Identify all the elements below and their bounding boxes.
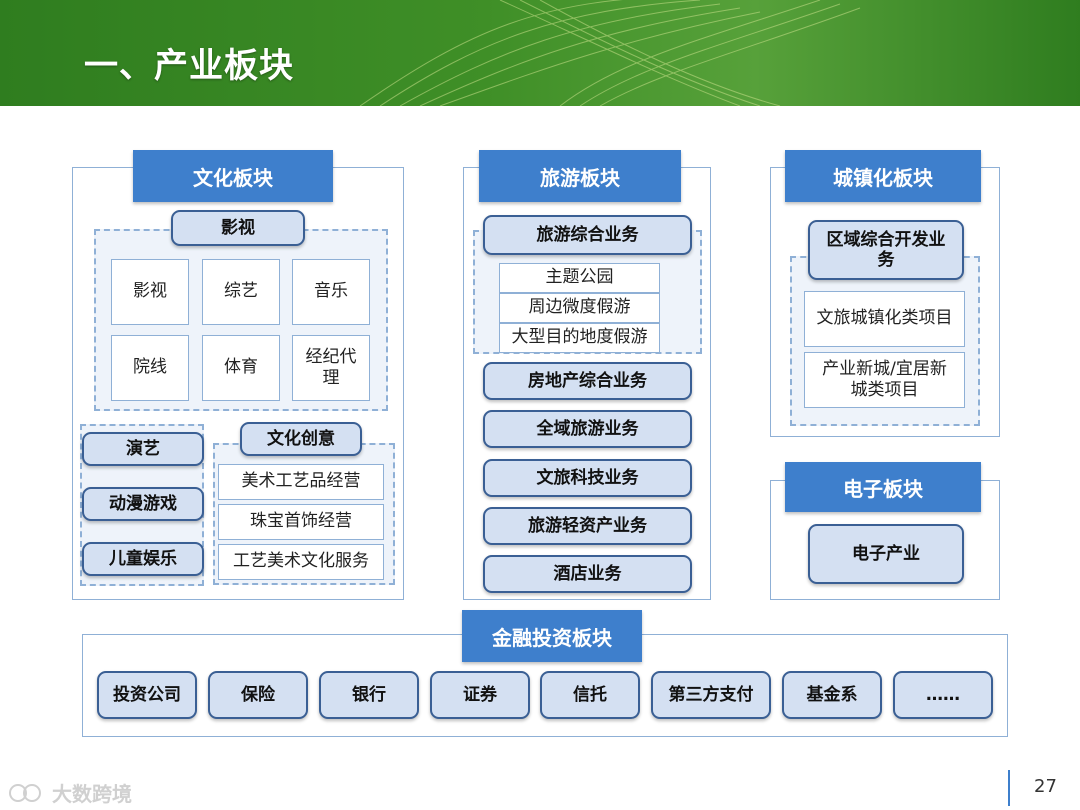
tourism-combo-item: 主题公园 bbox=[499, 263, 660, 293]
electronics-tab: 电子板块 bbox=[785, 462, 981, 512]
finance-item: 信托 bbox=[540, 671, 640, 719]
tourism-business: 文旅科技业务 bbox=[483, 459, 692, 497]
finance-item: 证券 bbox=[430, 671, 530, 719]
watermark-logo-icon bbox=[9, 783, 41, 802]
finance-item: 保险 bbox=[208, 671, 308, 719]
film-cell: 音乐 bbox=[292, 259, 370, 325]
tourism-combo-label: 旅游综合业务 bbox=[483, 215, 692, 255]
tourism-business: 旅游轻资产业务 bbox=[483, 507, 692, 545]
film-cell: 体育 bbox=[202, 335, 280, 401]
finance-item: 第三方支付 bbox=[651, 671, 771, 719]
film-cell: 经纪代理 bbox=[292, 335, 370, 401]
film-cell: 综艺 bbox=[202, 259, 280, 325]
culture-tab: 文化板块 bbox=[133, 150, 333, 202]
film-cell: 影视 bbox=[111, 259, 189, 325]
page-title: 一、产业板块 bbox=[84, 46, 294, 86]
tourism-business: 房地产综合业务 bbox=[483, 362, 692, 400]
page-divider bbox=[1008, 770, 1010, 806]
creative-item: 工艺美术文化服务 bbox=[218, 544, 384, 580]
electronics-item: 电子产业 bbox=[808, 524, 964, 584]
urban-regional-label: 区域综合开发业务 bbox=[808, 220, 964, 280]
watermark-text: 大数跨境 bbox=[52, 782, 132, 806]
creative-label: 文化创意 bbox=[240, 422, 362, 456]
tourism-business: 酒店业务 bbox=[483, 555, 692, 593]
side-item: 动漫游戏 bbox=[82, 487, 204, 521]
urban-item: 产业新城/宜居新城类项目 bbox=[804, 352, 965, 408]
finance-item: 基金系 bbox=[782, 671, 882, 719]
film-label: 影视 bbox=[171, 210, 305, 246]
tourism-combo-item: 大型目的地度假游 bbox=[499, 323, 660, 353]
creative-item: 美术工艺品经营 bbox=[218, 464, 384, 500]
urban-item: 文旅城镇化类项目 bbox=[804, 291, 965, 347]
watermark: 大数跨境 bbox=[8, 778, 132, 807]
decorative-swirl bbox=[359, 0, 861, 106]
finance-item: …… bbox=[893, 671, 993, 719]
tourism-combo-item: 周边微度假游 bbox=[499, 293, 660, 323]
finance-item: 银行 bbox=[319, 671, 419, 719]
finance-item: 投资公司 bbox=[97, 671, 197, 719]
creative-item: 珠宝首饰经营 bbox=[218, 504, 384, 540]
side-item: 儿童娱乐 bbox=[82, 542, 204, 576]
film-cell: 院线 bbox=[111, 335, 189, 401]
side-item: 演艺 bbox=[82, 432, 204, 466]
page-number: 27 bbox=[1034, 776, 1057, 797]
urban-tab: 城镇化板块 bbox=[785, 150, 981, 202]
tourism-tab: 旅游板块 bbox=[479, 150, 681, 202]
tourism-business: 全域旅游业务 bbox=[483, 410, 692, 448]
finance-tab: 金融投资板块 bbox=[462, 610, 642, 662]
header-banner: 一、产业板块 bbox=[0, 0, 1080, 106]
